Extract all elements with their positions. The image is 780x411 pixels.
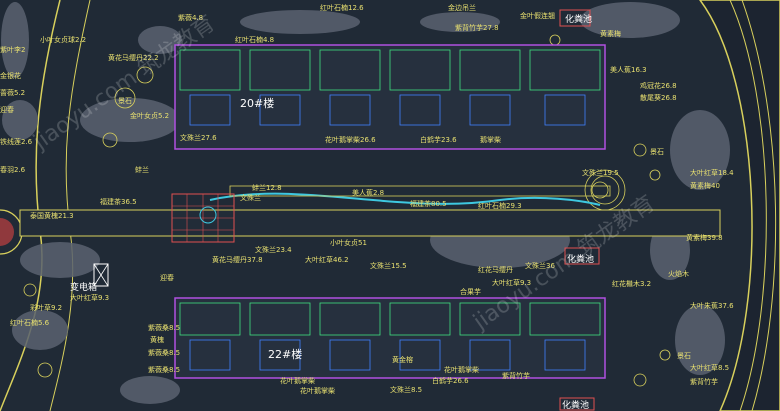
road-band-right (699, 0, 780, 411)
plant-label: 迎春 (160, 273, 174, 282)
plant-label: 蚌兰12.8 (252, 183, 282, 192)
plant-label: 大叶红草46.2 (305, 255, 349, 264)
plant-label-layer: 紫薇4.8 红叶石楠4.8 小叶女贞球2.2 黄花马缨丹22.2 紫叶李2 金银… (0, 3, 734, 395)
plant-label: 紫叶李2 (0, 45, 25, 54)
septic-tank-label-mid: 化粪池 (567, 253, 594, 265)
plant-label: 景石 (677, 352, 691, 360)
plant-label: 黄槐 (150, 335, 164, 344)
plant-label: 文殊兰27.6 (180, 133, 217, 142)
plant-label: 红叶石楠4.8 (235, 35, 274, 44)
plant-label: 迎春 (0, 105, 14, 114)
plant-label: 文殊兰15.5 (370, 261, 407, 270)
plant-label: 黄素梅 (600, 29, 621, 38)
plant-label: 鸡冠花26.8 (640, 81, 677, 90)
plant-label: 美人蕉16.3 (610, 65, 647, 74)
plant-label: 紫薇桑8.5 (148, 365, 180, 374)
road-edge-right-2 (741, 0, 777, 411)
plant-label: 金边吊兰 (448, 3, 476, 12)
plant-label: 红花马缨丹 (478, 265, 513, 274)
plant-label: 紫薇4.8 (178, 13, 203, 22)
plant-label: 紫背竹芋 (502, 371, 530, 380)
plant-label: 紫背竹芋 (690, 377, 718, 386)
plant-label: 散尾葵26.8 (640, 93, 677, 102)
plant-label: 大叶红草9.3 (70, 293, 109, 302)
transformer-label: 变电箱 (70, 281, 97, 293)
scenery-stone-label: 景石 (118, 97, 132, 105)
plant-label: 白鹤芋26.6 (432, 376, 469, 385)
septic-tank-label-top: 化粪池 (565, 13, 592, 25)
plant-label: 花叶鹅掌柴 (444, 365, 479, 374)
plant-label: 黄花马缨丹37.8 (212, 255, 263, 264)
plant-label: 泰国黄槐21.3 (30, 211, 74, 220)
plant-label: 火焰木 (668, 269, 689, 278)
road-edge-right (729, 0, 767, 411)
plant-label: 合果芋 (460, 287, 481, 296)
plant-label: 花叶鹅掌柴26.6 (325, 135, 376, 144)
central-corridor (19, 185, 721, 237)
plant-label: 紫薇桑8.5 (148, 348, 180, 357)
plant-label: 黄素梅39.8 (686, 233, 723, 242)
plant-label: 春羽2.6 (0, 165, 26, 174)
plant-label: 鹅掌柴 (480, 135, 501, 144)
plant-label: 红叶石楠12.6 (320, 3, 364, 12)
plant-label: 彩叶草9.2 (30, 303, 62, 312)
plant-label: 文殊兰 (240, 193, 261, 202)
plant-label: 紫背竹芋27.8 (455, 23, 499, 32)
plant-label: 白鹤芋23.6 (420, 135, 457, 144)
plant-label: 小叶女贞球2.2 (40, 35, 86, 44)
plant-label: 黄素梅40 (690, 181, 720, 190)
plant-label: 文殊兰23.4 (255, 245, 292, 254)
plant-label: 福建茶36.5 (100, 197, 137, 206)
plant-label: 黄花马缨丹22.2 (108, 53, 159, 62)
plant-label: 金叶女贞5.2 (130, 111, 169, 120)
plant-label: 小叶女贞51 (330, 238, 367, 247)
plant-label: 紫薇桑8.5 (148, 323, 180, 332)
building-22 (174, 247, 606, 411)
plant-label: 红叶石楠5.6 (10, 318, 50, 327)
plant-label: 大叶朱蕉37.6 (690, 301, 734, 310)
plant-label: 红叶石楠29.3 (478, 201, 522, 210)
plant-label: 蔷薇5.2 (0, 88, 25, 97)
plant-label: 蚌兰 (135, 165, 149, 174)
plant-label: 金叶假连翘 (520, 11, 555, 20)
building-label-20: 20#楼 (240, 96, 274, 110)
plant-label: 景石 (650, 148, 664, 156)
plant-label: 花叶鹅掌柴 (280, 376, 315, 385)
plant-label: 美人蕉2.8 (352, 188, 384, 197)
plant-label: 黄金榕 (392, 355, 413, 364)
plaza (171, 193, 235, 243)
septic-tank-label-bottom: 化粪池 (562, 399, 589, 411)
plant-label: 大叶红草18.4 (690, 168, 734, 177)
building-label-22: 22#楼 (268, 347, 302, 361)
plant-label: 大叶红草9.3 (492, 278, 531, 287)
plant-label: 福建茶80.5 (410, 199, 447, 208)
plant-label: 红花檵木3.2 (612, 279, 651, 288)
plant-label: 大叶红草8.5 (690, 363, 729, 372)
transformer-box (93, 263, 109, 287)
plant-label: 铁线莲2.6 (0, 137, 33, 146)
plant-label: 文殊兰36 (525, 261, 555, 270)
building-20 (174, 9, 606, 150)
plant-label: 金银花 (0, 71, 21, 80)
plant-label: 花叶鹅掌柴 (300, 386, 335, 395)
plant-label: 文殊兰19.5 (582, 168, 619, 177)
plant-label: 文殊兰8.5 (390, 385, 422, 394)
